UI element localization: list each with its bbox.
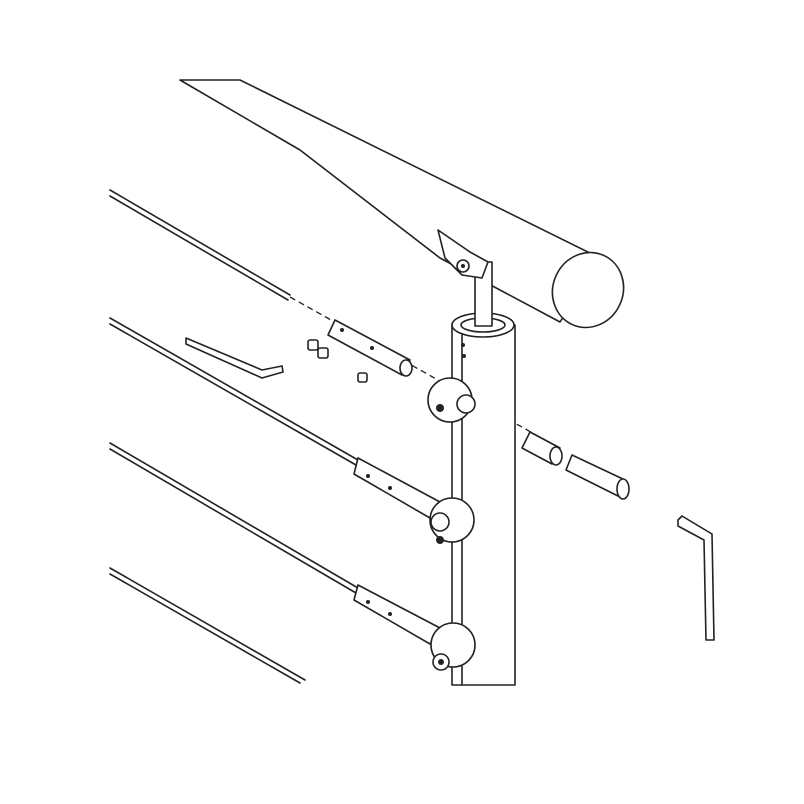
cable-bottom	[109, 567, 306, 684]
ball-connector-lower	[430, 622, 476, 671]
ball-connector-middle	[429, 497, 475, 544]
cable-3	[109, 442, 359, 594]
set-screws	[307, 339, 368, 383]
cable-fitting-exploded	[327, 319, 413, 377]
cable-fitting-middle	[353, 457, 441, 519]
allen-key-large	[677, 515, 715, 641]
sleeve	[521, 431, 563, 466]
ball-connector-top	[427, 377, 476, 423]
handrail	[179, 79, 625, 329]
allen-key-small	[185, 337, 284, 379]
cable-fitting-lower	[353, 584, 441, 645]
rail-bracket	[437, 229, 493, 327]
bolt	[565, 454, 630, 500]
cable-top	[109, 189, 291, 301]
cable-2	[109, 317, 359, 466]
